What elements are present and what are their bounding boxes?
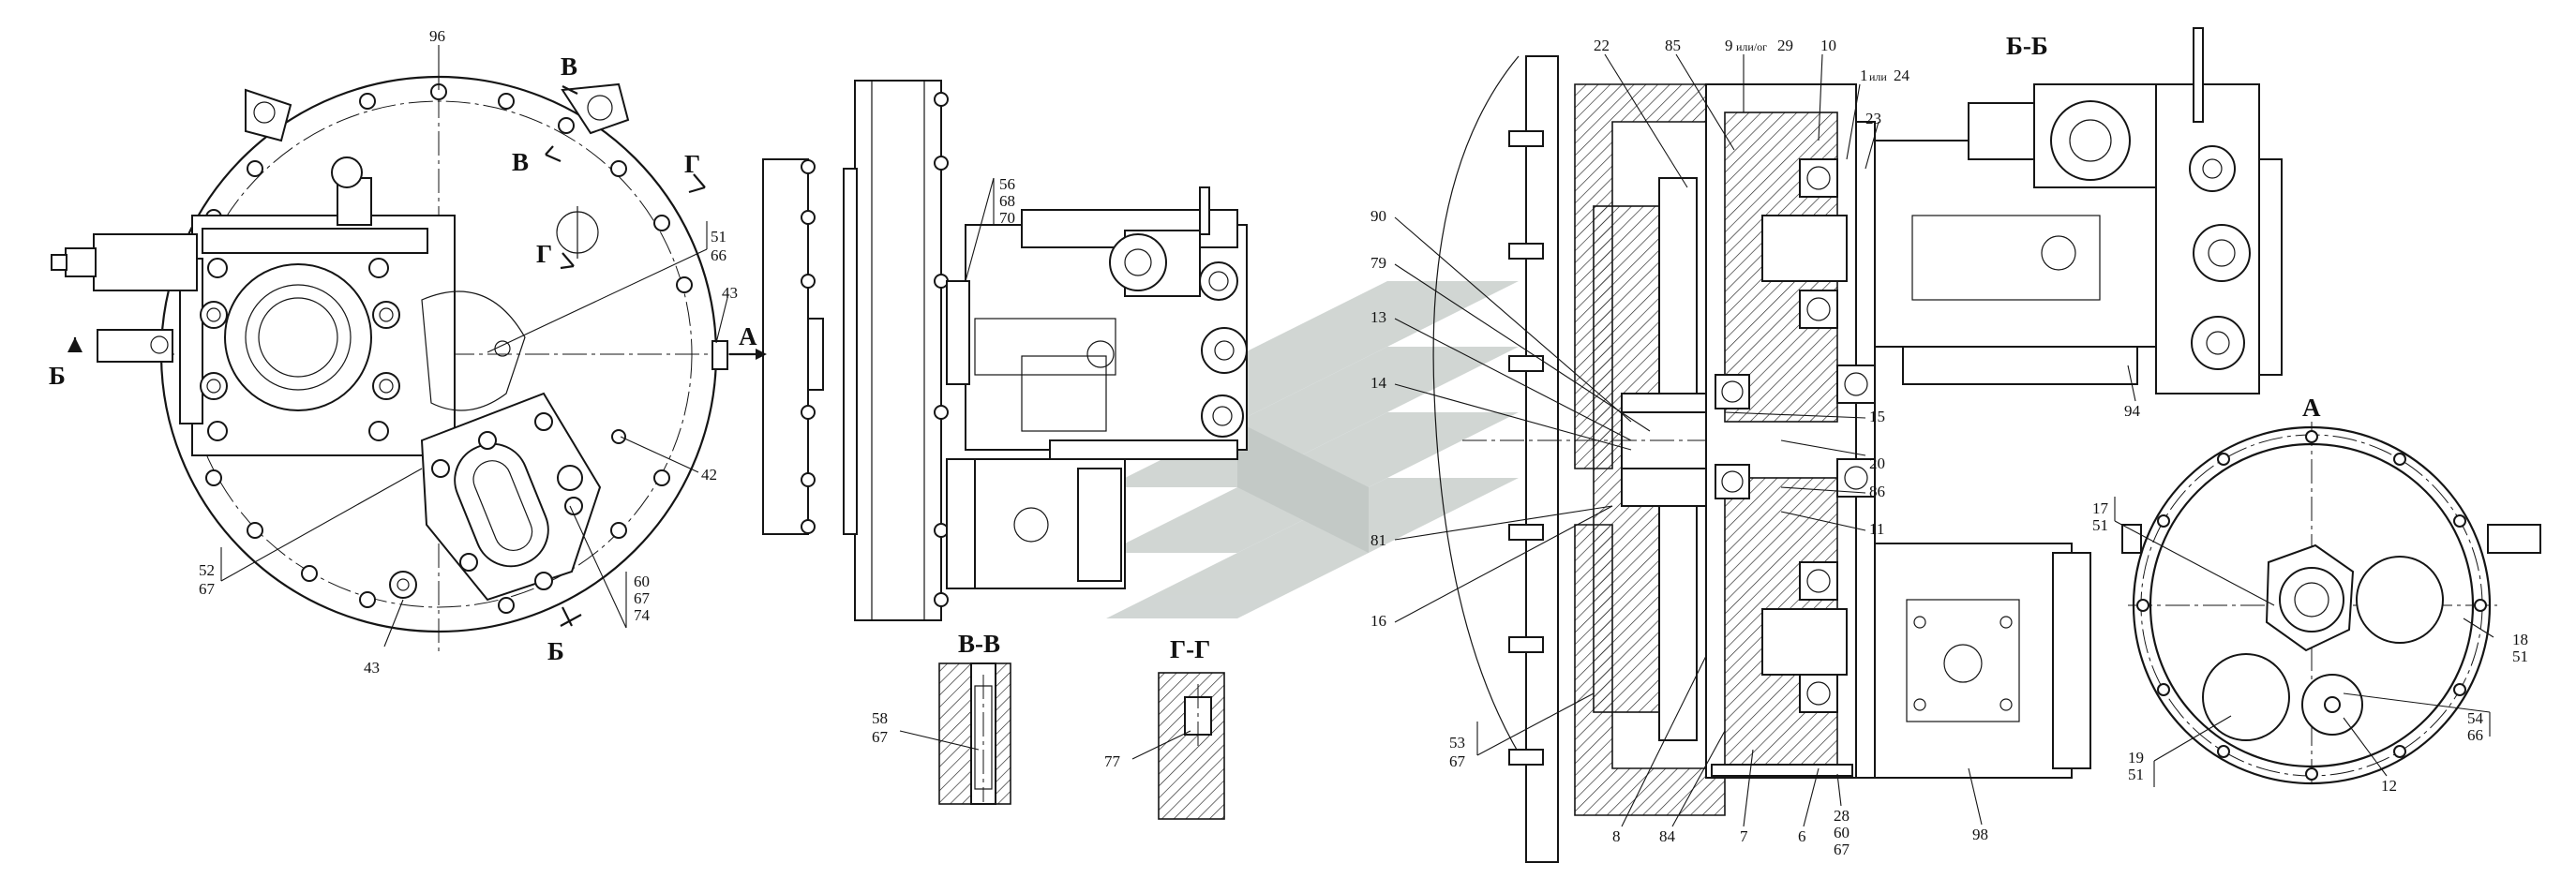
bb-label-98: 98 [1972,826,1988,843]
bb-label-28: 28 [1834,807,1850,825]
front-label-52: 52 [199,561,215,579]
vv-label-67: 67 [872,728,889,746]
bb-label-81: 81 [1370,531,1386,549]
bb-label-13: 13 [1370,308,1386,326]
a-label-18: 18 [2512,631,2528,648]
gg-label-77: 77 [1104,752,1121,770]
front-view: 96 В В Г Г 51 66 43 Б Б 52 67 43 42 60 6… [49,27,750,677]
bb-label-84: 84 [1659,827,1676,845]
section-vv: В-В 58 67 [872,630,1011,805]
a-label-51c: 51 [2128,766,2144,783]
bb-label-67b: 67 [1834,841,1850,858]
a-label-19: 19 [2128,749,2144,766]
front-label-42: 42 [701,466,717,484]
bb-label-86: 86 [1869,483,1885,500]
bb-label-15: 15 [1869,408,1885,425]
front-label-67: 67 [199,580,216,598]
section-gg: Г-Г 77 [1104,635,1225,820]
front-label-g1: Г [684,150,700,178]
front-label-b-bottom: Б [547,637,564,665]
valve-body-bolts [200,258,400,441]
section-bb-title: Б-Б [2006,32,2048,60]
bb-label-67: 67 [1449,752,1466,770]
front-label-b-left: Б [49,362,66,390]
side-label-56: 56 [999,175,1015,193]
bearings [1715,158,1876,713]
a-label-12: 12 [2381,777,2397,795]
bb-label-22: 22 [1594,37,1610,54]
vv-label-58: 58 [872,709,888,727]
front-label-v1: В [561,52,577,81]
a-label-66: 66 [2467,726,2483,744]
a-label-54: 54 [2467,709,2484,727]
bb-label-24: 24 [1894,67,1910,84]
front-perimeter-bolts [205,83,693,614]
bb-label-7: 7 [1740,827,1748,845]
bb-label-6: 6 [1798,827,1806,845]
bb-label-94: 94 [2124,402,2141,420]
bb-label-90: 90 [1370,207,1386,225]
bb-label-23: 23 [1865,110,1881,127]
front-label-60: 60 [634,573,650,590]
bb-label-60: 60 [1834,824,1850,841]
bb-label-10: 10 [1820,37,1836,54]
front-label-g2: Г [536,240,552,268]
bb-label-79: 79 [1370,254,1386,272]
view-a: А 17 51 18 [2092,394,2541,795]
bb-label-8: 8 [1612,827,1621,845]
bb-label-11: 11 [1869,520,1884,538]
bb-label-9: 9 [1725,37,1733,54]
bb-label-14: 14 [1370,374,1387,392]
section-vv-title: В-В [958,630,1000,658]
front-label-67b: 67 [634,589,651,607]
bb-label-16: 16 [1370,612,1386,630]
side-view: А 56 68 70 [729,80,1248,621]
front-label-74: 74 [634,606,651,624]
a-label-17: 17 [2092,499,2109,517]
front-label-66: 66 [711,246,726,264]
view-a-bolts [2136,430,2487,781]
front-label-43-bottom: 43 [364,659,380,677]
section-gg-title: Г-Г [1170,635,1210,663]
bb-label-20: 20 [1869,454,1885,472]
view-a-title: А [2302,394,2321,422]
bb-label-or1: или/ог [1736,40,1767,53]
front-label-51: 51 [711,228,726,246]
bb-label-or2: или [1869,70,1887,83]
housing-bolts [1508,130,1544,766]
bb-label-29: 29 [1777,37,1793,54]
section-bb: Б-Б [1370,27,2283,863]
bb-label-85: 85 [1665,37,1681,54]
front-label-43-top: 43 [722,284,738,302]
side-label-a: А [739,322,757,350]
a-label-51: 51 [2092,516,2108,534]
front-label-v2: В [512,148,529,176]
front-label-96: 96 [429,27,445,45]
a-label-51b: 51 [2512,647,2528,665]
bb-label-53: 53 [1449,734,1465,752]
side-label-70: 70 [999,209,1015,227]
side-label-68: 68 [999,192,1015,210]
bb-label-1: 1 [1860,67,1868,84]
side-flange-bolts [801,92,949,607]
